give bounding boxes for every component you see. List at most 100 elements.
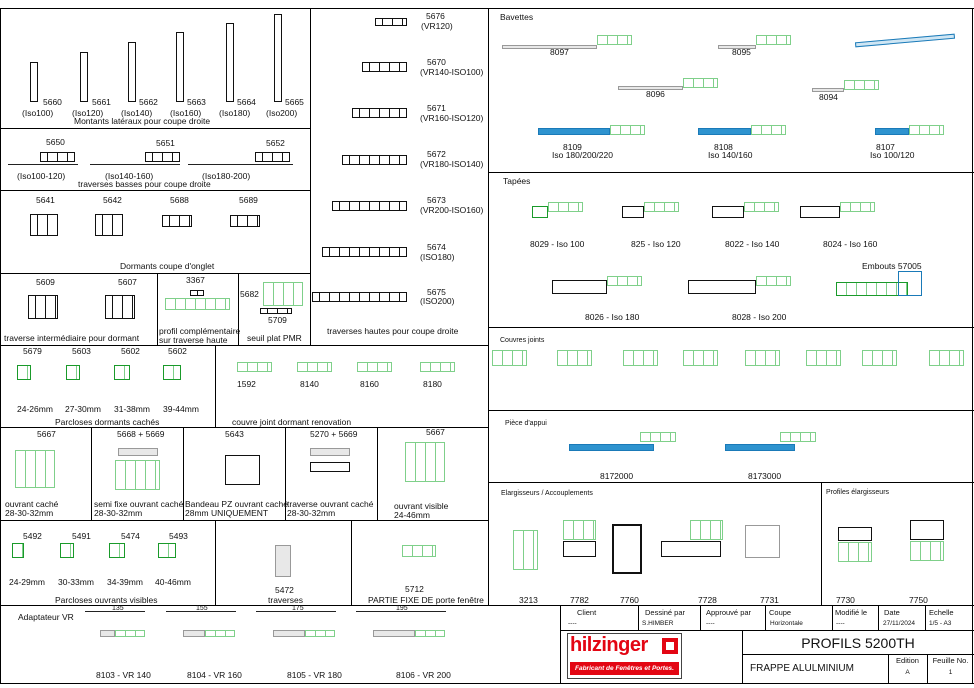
divider	[927, 654, 928, 684]
profile-code: 8105 - VR 180	[287, 670, 342, 680]
profile-drawing	[165, 298, 230, 310]
logo-wordmark: hilzinger	[570, 634, 648, 656]
profile-drawing	[862, 350, 897, 366]
profile-drawing	[744, 202, 779, 212]
divider	[0, 345, 488, 346]
profile-drawing	[718, 45, 756, 49]
iso-label: (VR140-ISO100)	[420, 67, 484, 77]
profile-code: 5667	[426, 427, 445, 437]
dimension-line	[166, 611, 236, 612]
section-title: Elargisseurs / Accouplements	[501, 490, 593, 497]
divider	[700, 605, 701, 630]
profile-drawing	[226, 23, 234, 102]
divider	[821, 482, 822, 605]
profile-drawing	[237, 362, 272, 372]
profile-drawing	[40, 152, 75, 162]
profile-drawing	[310, 448, 350, 456]
section-title: Couvres joints	[500, 337, 545, 344]
divider	[488, 410, 974, 411]
profile-code: 5676	[426, 11, 445, 21]
profile-drawing	[305, 630, 335, 637]
profile-code: 5662	[139, 97, 158, 107]
profile-drawing	[260, 308, 292, 314]
divider	[878, 605, 879, 630]
profile-caption: 28mm UNIQUEMENT	[185, 508, 269, 518]
profile-drawing	[812, 88, 844, 92]
profile-code: 5491	[72, 531, 91, 541]
coupe-value: Horizontale	[770, 620, 803, 627]
profile-drawing	[312, 292, 407, 302]
profile-code: 5642	[103, 195, 122, 205]
profile-code: 8108	[714, 142, 733, 152]
profile-drawing	[806, 350, 841, 366]
profile-drawing	[780, 432, 816, 442]
profile-drawing	[751, 125, 786, 135]
date-value: 27/11/2024	[883, 620, 916, 627]
profile-code: 5663	[187, 97, 206, 107]
profile-code: 8097	[550, 47, 569, 57]
divider	[765, 605, 766, 630]
profile-drawing	[844, 80, 879, 90]
profile-drawing	[30, 62, 38, 102]
profile-caption: ouvrant caché	[5, 499, 59, 509]
profile-drawing	[513, 530, 538, 570]
iso-label: (Iso140-160)	[105, 171, 154, 181]
iso-label: Iso 140/160	[708, 150, 753, 160]
dimension-label: 175	[292, 605, 304, 612]
divider	[742, 654, 974, 655]
profile-code: 5650	[46, 137, 65, 147]
profile-drawing	[322, 247, 407, 257]
profile-code: 8180	[423, 379, 442, 389]
profile-drawing	[688, 280, 756, 294]
divider	[310, 8, 311, 345]
client-value: ----	[568, 620, 577, 627]
profile-code: 5652	[266, 138, 285, 148]
profile-drawing	[607, 276, 642, 286]
profile-code: 8029 - Iso 100	[530, 239, 585, 249]
profile-code: 5472	[275, 585, 294, 595]
profile-code: 8095	[732, 47, 751, 57]
profile-drawing	[115, 460, 160, 490]
section-caption: traverses	[268, 595, 303, 605]
profile-drawing	[929, 350, 964, 366]
profile-drawing	[532, 206, 548, 218]
profile-drawing	[114, 365, 130, 380]
profile-drawing	[623, 350, 658, 366]
profile-drawing	[910, 520, 944, 540]
profile-code: 8026 - Iso 180	[585, 312, 640, 322]
divider	[238, 273, 239, 345]
profile-drawing	[205, 630, 235, 637]
profile-code: 5674	[427, 242, 446, 252]
logo-tagline: Fabricant de Fenêtres et Portes.	[570, 662, 679, 675]
profile-code: Embouts 57005	[862, 261, 922, 271]
iso-label: (VR180-ISO140)	[420, 159, 484, 169]
profile-code: 8106 - VR 200	[396, 670, 451, 680]
iso-label: (VR120)	[421, 21, 453, 31]
divider	[488, 8, 489, 605]
section-caption: PARTIE FIXE DE porte fenêtre	[368, 595, 484, 605]
size-label: 30-33mm	[58, 577, 94, 587]
edition-value: A	[905, 669, 910, 676]
profile-drawing	[30, 214, 58, 236]
section-caption: seuil plat PMR	[247, 333, 302, 343]
profile-caption: semi fixe ouvrant caché	[94, 499, 184, 509]
profile-code: 5675	[427, 287, 446, 297]
hilzinger-logo: hilzinger Fabricant de Fenêtres et Porte…	[567, 633, 682, 679]
profile-code: 5688	[170, 195, 189, 205]
dimension-line	[85, 611, 145, 612]
feuille-label: Feuille No.	[932, 656, 969, 665]
client-label: Client	[577, 608, 597, 617]
profile-drawing	[756, 276, 791, 286]
profile-caption: 24-46mm	[394, 510, 430, 520]
iso-label: (Iso160)	[170, 108, 202, 118]
section-title: Bavettes	[500, 12, 534, 22]
divider	[0, 605, 974, 606]
profile-drawing	[373, 630, 415, 637]
profile-code: 8173000	[748, 471, 782, 481]
edition-label: Edition	[896, 656, 919, 665]
profile-code: 8094	[819, 92, 838, 102]
profile-drawing	[745, 525, 780, 558]
profile-drawing	[552, 280, 607, 294]
profile-drawing	[538, 128, 610, 135]
profile-drawing	[644, 202, 679, 212]
